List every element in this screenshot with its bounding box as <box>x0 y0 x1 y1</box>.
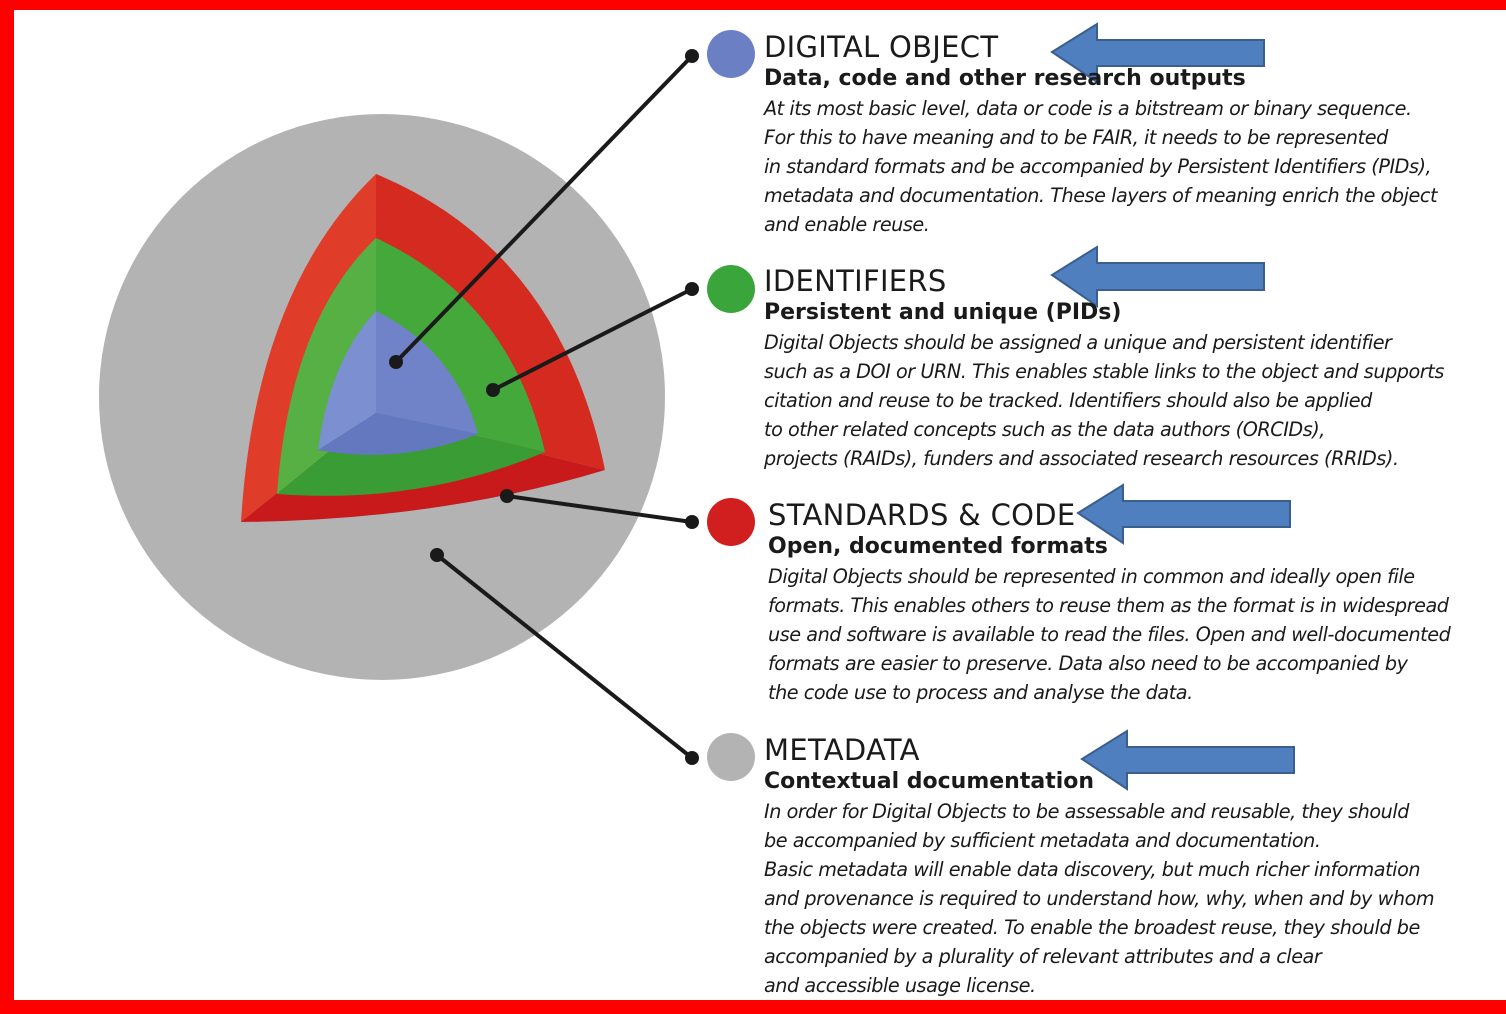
section-title: DIGITAL OBJECT <box>764 30 999 64</box>
highlight-arrows <box>1050 22 1295 791</box>
section-subtitle: Persistent and unique (PIDs) <box>764 300 1122 325</box>
section-identifiers: IDENTIFIERS Persistent and unique (PIDs)… <box>764 265 1504 473</box>
identifiers-legend-dot <box>707 265 755 313</box>
standards-legend-dot <box>707 498 755 546</box>
section-title: STANDARDS & CODE <box>768 498 1076 532</box>
section-standards-code: STANDARDS & CODE Open, documented format… <box>768 499 1506 707</box>
section-digital-object: DIGITAL OBJECT Data, code and other rese… <box>764 31 1504 239</box>
connector-standards <box>506 494 693 524</box>
section-body: Digital Objects should be represented in… <box>768 565 1451 704</box>
arrow-left-icon <box>1050 245 1265 308</box>
section-metadata: METADATA Contextual documentation In ord… <box>764 734 1504 1000</box>
arrow-left-icon <box>1080 729 1295 791</box>
section-title: IDENTIFIERS <box>764 264 947 298</box>
section-body: Digital Objects should be assigned a uni… <box>764 331 1444 470</box>
section-body: In order for Digital Objects to be asses… <box>764 800 1435 997</box>
section-subtitle: Open, documented formats <box>768 534 1108 559</box>
connector-dots <box>389 49 699 765</box>
arrow-left-icon <box>1076 483 1291 545</box>
connector-metadata <box>435 553 694 760</box>
digital-object-legend-dot <box>707 30 755 78</box>
section-title: METADATA <box>764 733 920 767</box>
connector-identifiers <box>492 287 693 392</box>
connector-lines <box>394 54 694 760</box>
metadata-legend-dot <box>707 733 755 781</box>
arrow-left-icon <box>1050 22 1265 84</box>
connector-digital-object <box>394 54 694 364</box>
section-subtitle: Data, code and other research outputs <box>764 66 1246 91</box>
section-subtitle: Contextual documentation <box>764 769 1095 794</box>
digital-object-core <box>318 311 478 455</box>
section-body: At its most basic level, data or code is… <box>764 97 1438 236</box>
